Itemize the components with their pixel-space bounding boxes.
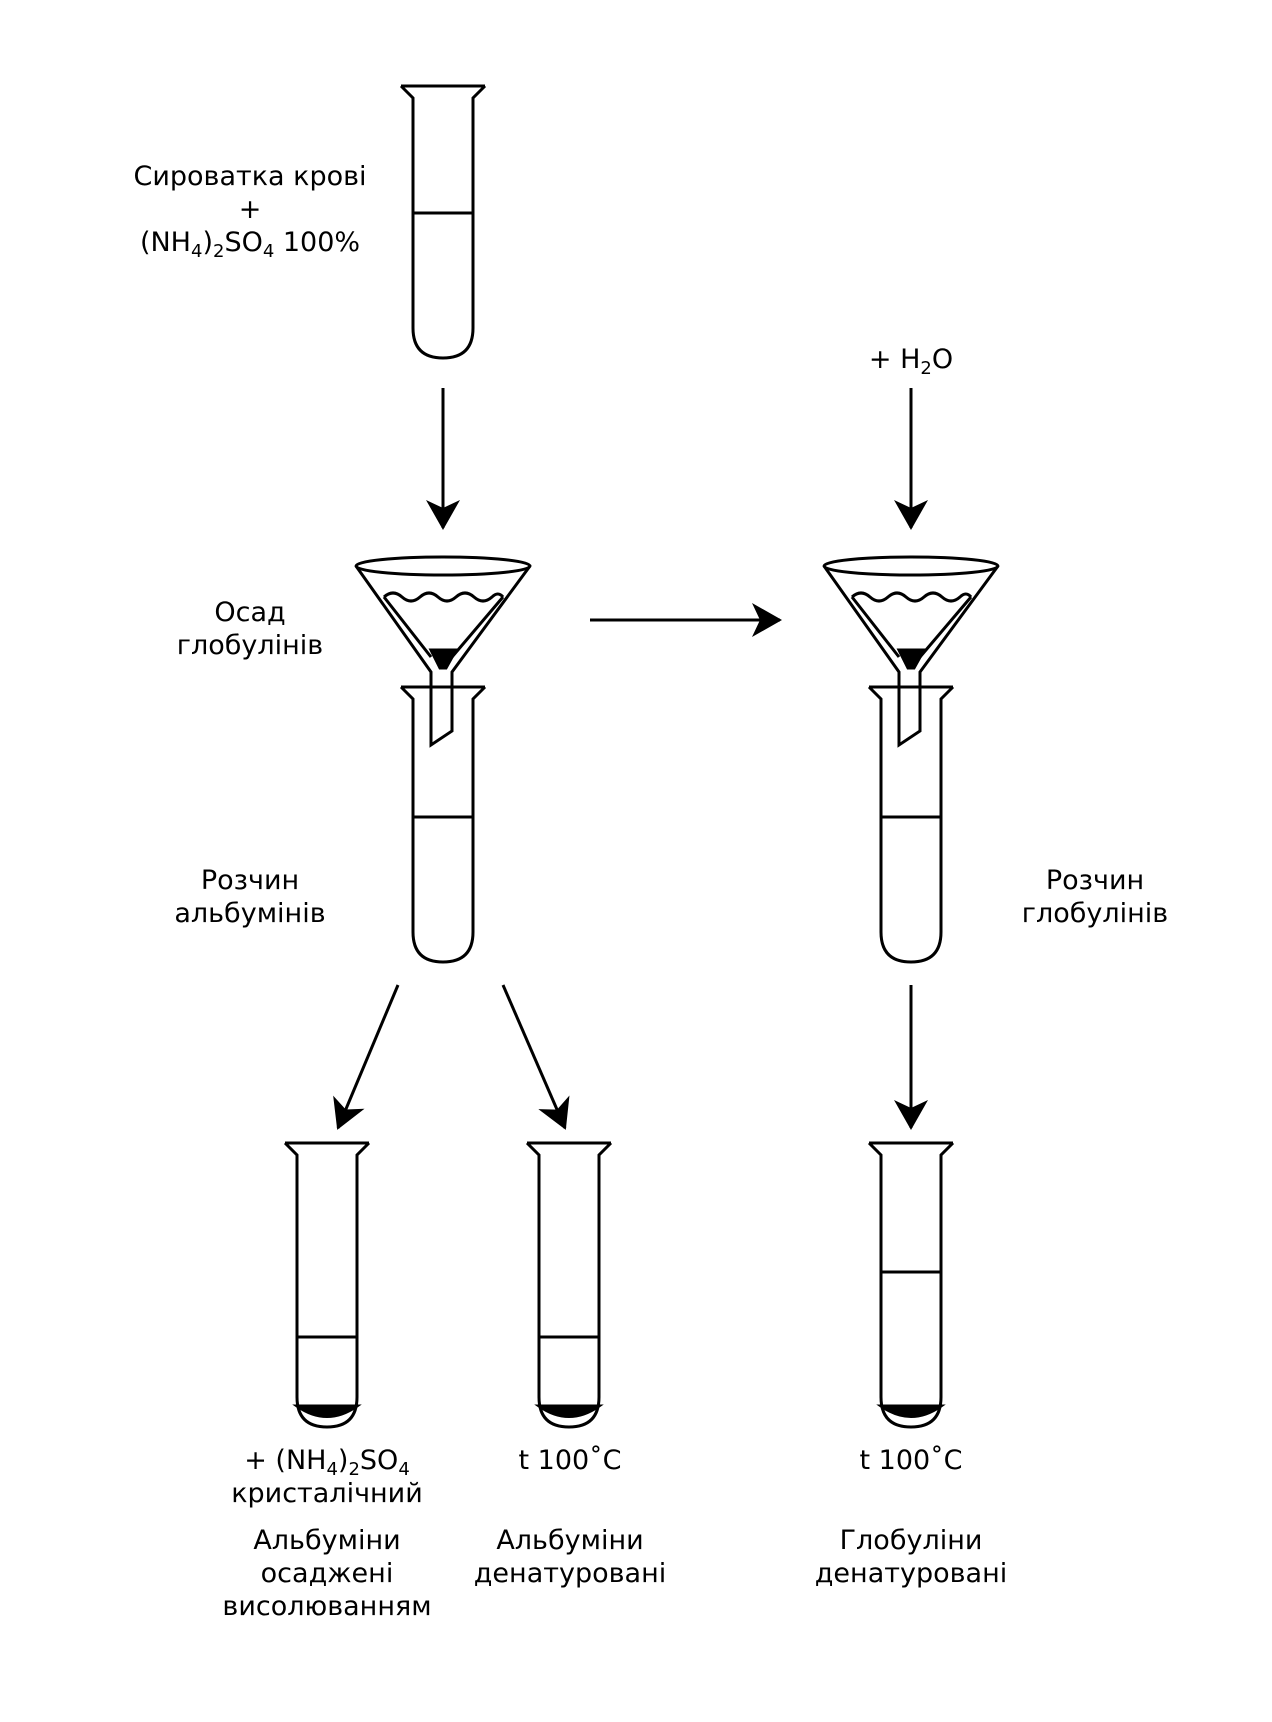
serum-sub-2: 2 <box>212 241 225 262</box>
globulin-precipitate-label: Осад глобулінів <box>160 596 340 662</box>
result-1-line-3: висолюванням <box>222 1591 432 1622</box>
heat-label-2: t 100˚C <box>859 1445 963 1476</box>
serum-label: Сироватка крові + (NH4)2SO4 100% <box>110 160 390 262</box>
serum-sub-3: 4 <box>262 241 275 262</box>
test-tube-icon-serum <box>399 84 487 360</box>
precipitate-line-1: Осад <box>214 597 286 628</box>
result-1-line-2: осаджені <box>260 1558 394 1589</box>
serum-line-3-pre: (NH <box>139 227 191 258</box>
salt-sub-3: 4 <box>398 1459 410 1480</box>
result-label-3: Глобуліни денатуровані <box>796 1524 1026 1590</box>
salt-post: SO <box>359 1445 399 1476</box>
water-sub: 2 <box>920 358 932 379</box>
result-1-line-1: Альбуміни <box>253 1525 401 1556</box>
funnel-icon-right <box>822 555 1000 748</box>
albumin-solution-line-2: альбумінів <box>174 898 326 929</box>
globulin-solution-line-2: глобулінів <box>1021 898 1169 929</box>
test-tube-icon-denatured-albumin <box>525 1141 613 1429</box>
salt-sub-1: 4 <box>326 1459 338 1480</box>
serum-line-3-post: SO <box>224 227 263 258</box>
test-tube-icon-salted-albumin <box>283 1141 371 1429</box>
salt-sub-2: 2 <box>348 1459 360 1480</box>
result-label-1: Альбуміни осаджені висолюванням <box>212 1524 442 1623</box>
serum-sub-1: 4 <box>190 241 203 262</box>
result-3-line-2: денатуровані <box>814 1558 1008 1589</box>
globulin-solution-label: Розчин глобулінів <box>1000 864 1190 930</box>
serum-line-3-mid: ) <box>202 227 213 258</box>
test-tube-icon-globulin-solution <box>867 685 955 964</box>
precipitate-line-2: глобулінів <box>176 630 324 661</box>
heat-label-1: t 100˚C <box>518 1445 622 1476</box>
serum-line-2: + <box>238 194 262 225</box>
globulin-solution-line-1: Розчин <box>1045 865 1145 896</box>
arrow-icon-diag-left <box>333 984 400 1130</box>
serum-line-3-end: 100% <box>274 227 361 258</box>
result-2-line-2: денатуровані <box>473 1558 667 1589</box>
water-pre: + H <box>868 344 921 375</box>
water-label: + H2O <box>821 343 1001 379</box>
salt-line-2: кристалічний <box>231 1478 423 1509</box>
serum-line-3: (NH4)2SO4 100% <box>110 226 390 262</box>
albumin-solution-line-1: Розчин <box>200 865 300 896</box>
test-tube-icon-albumin-solution <box>399 685 487 964</box>
albumin-solution-label: Розчин альбумінів <box>155 864 345 930</box>
result-label-2: Альбуміни денатуровані <box>455 1524 685 1590</box>
salt-mid: ) <box>337 1445 349 1476</box>
serum-line-1: Сироватка крові <box>133 161 367 192</box>
result-2-line-1: Альбуміни <box>496 1525 644 1556</box>
result-3-line-1: Глобуліни <box>839 1525 983 1556</box>
test-tube-icon-denatured-globulin <box>867 1141 955 1429</box>
arrow-icon-diag-right <box>501 984 570 1130</box>
salt-crystal-label: + (NH4)2SO4 кристалічний <box>217 1444 437 1510</box>
salt-pre: + (NH <box>244 1445 327 1476</box>
funnel-icon-left <box>354 555 532 748</box>
salt-line-1: + (NH4)2SO4 <box>217 1444 437 1480</box>
water-post: O <box>931 344 954 375</box>
